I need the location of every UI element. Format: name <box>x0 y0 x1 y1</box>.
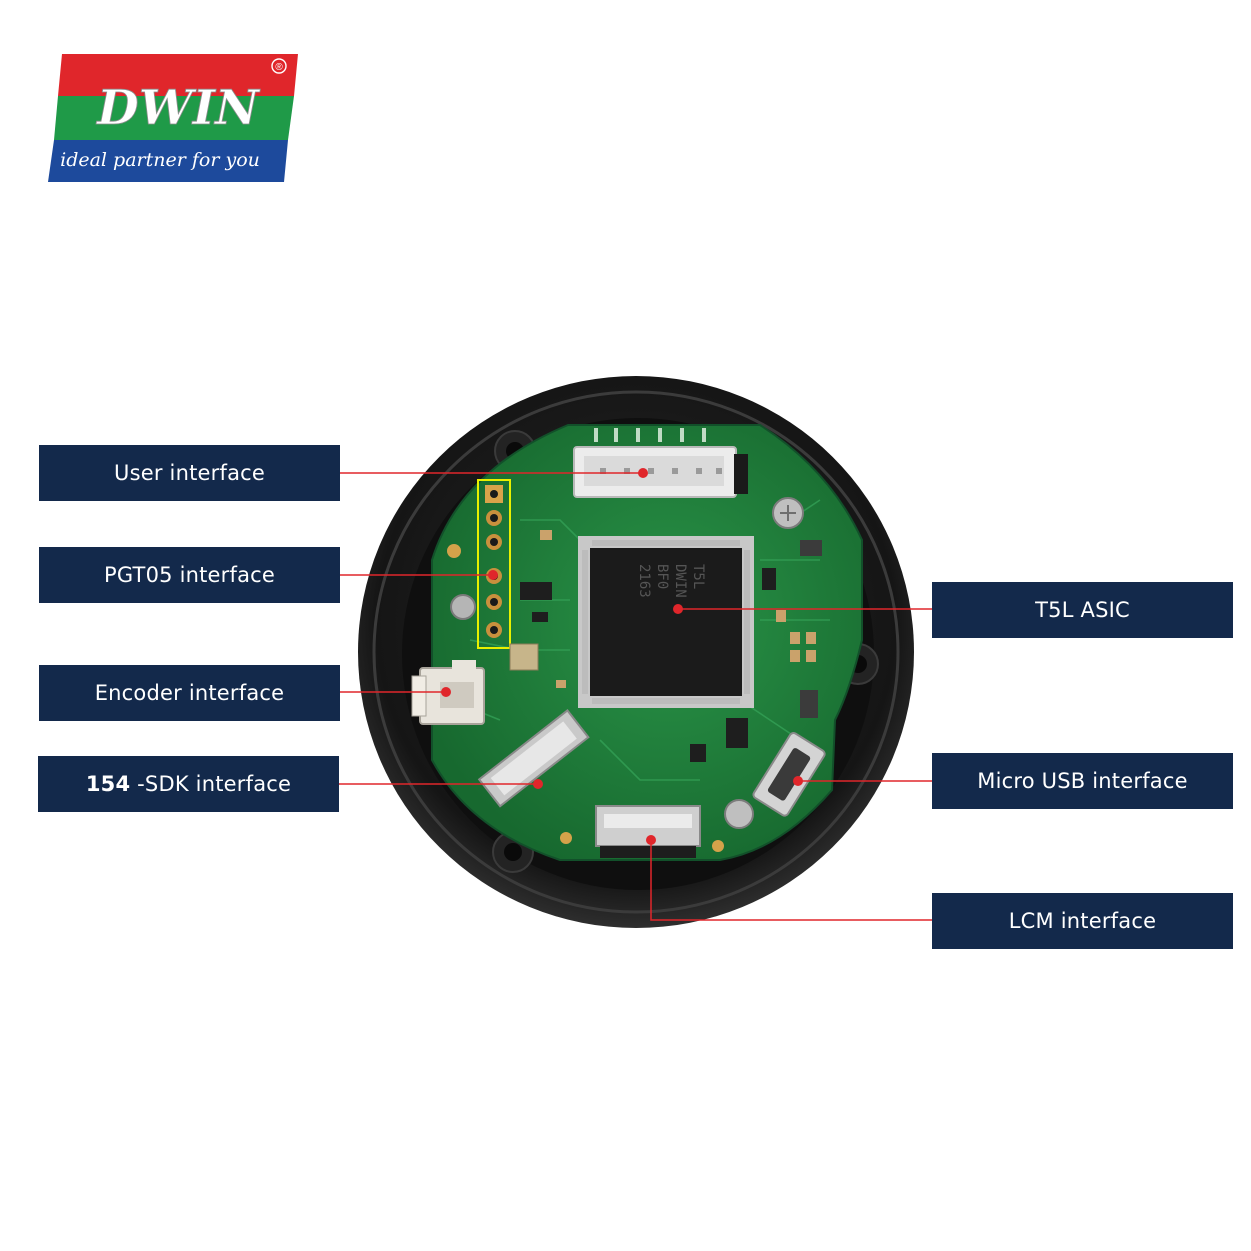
chip-marking-4: 2163 <box>636 564 652 598</box>
callout-encoder-interface: Encoder interface <box>39 665 340 721</box>
callout-pgt05-interface-text: PGT05 interface <box>103 563 276 587</box>
callout-t5l-asic-text: T5L ASIC <box>1035 598 1130 622</box>
callout-lcm-interface-text: LCM interface <box>1008 909 1157 933</box>
callout-encoder-interface-text: Encoder interface <box>94 681 285 705</box>
callout-sdk-interface: 154 -SDK interface <box>38 756 339 812</box>
t5l-chip: T5L DWIN BF0 2163 <box>578 536 754 708</box>
callout-lcm-interface: LCM interface <box>932 893 1233 949</box>
leader-lines <box>339 472 932 921</box>
callout-pgt05-interface: PGT05 interface <box>39 547 340 603</box>
callout-sdk-interface-text: -SDK interface <box>130 772 292 796</box>
logo-wordmark: DWIN <box>95 80 261 136</box>
chip-marking-2: DWIN <box>672 564 688 598</box>
callout-user-interface: User interface <box>39 445 340 501</box>
pcb: T5L DWIN BF0 2163 <box>411 424 863 861</box>
dwin-logo: DWIN ideal partner for you ® <box>48 54 298 182</box>
callout-user-interface-text: User interface <box>114 461 265 485</box>
logo-tagline: ideal partner for you <box>60 149 260 171</box>
chip-marking-1: T5L <box>690 564 706 589</box>
callout-t5l-asic: T5L ASIC <box>932 582 1233 638</box>
callout-sdk-number: 154 <box>85 772 131 796</box>
callout-micro-usb-interface-text: Micro USB interface <box>977 769 1188 793</box>
callout-micro-usb-interface: Micro USB interface <box>932 753 1233 809</box>
leader-dots <box>441 468 803 845</box>
registered-mark: ® <box>275 62 283 73</box>
chip-marking-3: BF0 <box>654 564 670 589</box>
